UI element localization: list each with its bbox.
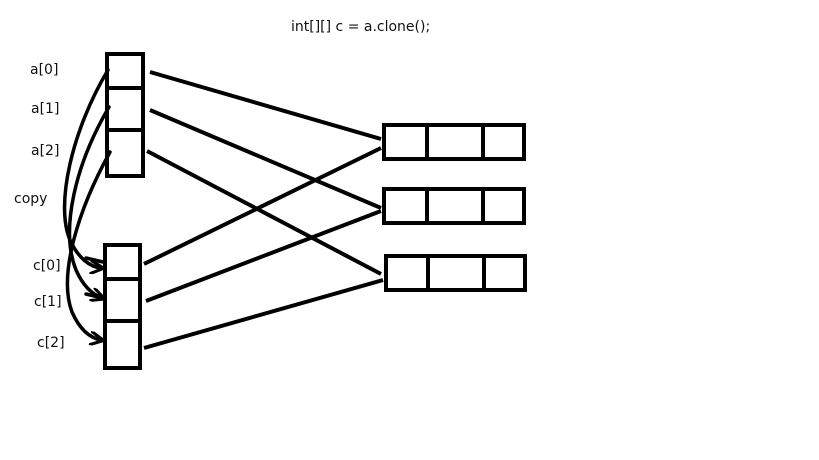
ref-a2-to-inner-3 xyxy=(146,149,382,276)
ref-a0-to-inner-1 xyxy=(149,70,382,141)
ref-c0-to-inner-1 xyxy=(143,146,382,266)
label-a2: a[2] xyxy=(31,143,60,159)
inner-array-3 xyxy=(384,254,527,292)
label-a1: a[1] xyxy=(31,101,60,117)
label-copy: copy xyxy=(14,191,48,207)
copy-arrow-a2-to-c2 xyxy=(65,150,112,340)
array-a-outline xyxy=(105,52,145,178)
label-c2: c[2] xyxy=(37,335,65,351)
copy-arrow-mark-c0 xyxy=(84,256,105,264)
inner-array-1-outline xyxy=(382,123,526,161)
ref-c1-to-inner-2 xyxy=(145,209,382,303)
array-a-box xyxy=(105,52,145,178)
label-c1: c[1] xyxy=(34,294,62,310)
array-c-box xyxy=(103,243,142,370)
inner-array-3-outline xyxy=(384,254,527,292)
diagram-title: int[][] c = a.clone(); xyxy=(291,19,431,35)
inner-array-1 xyxy=(382,123,526,161)
inner-array-2 xyxy=(382,187,526,225)
label-c0: c[0] xyxy=(33,258,61,274)
ref-c2-to-inner-3 xyxy=(143,278,384,350)
copy-arrow-mark-c1 xyxy=(84,292,105,300)
copy-arrow-a0-to-c0 xyxy=(62,68,110,268)
label-a0: a[0] xyxy=(30,62,59,78)
ref-a1-to-inner-2 xyxy=(149,108,382,210)
array-c-outline xyxy=(103,243,142,370)
inner-array-2-outline xyxy=(382,187,526,225)
